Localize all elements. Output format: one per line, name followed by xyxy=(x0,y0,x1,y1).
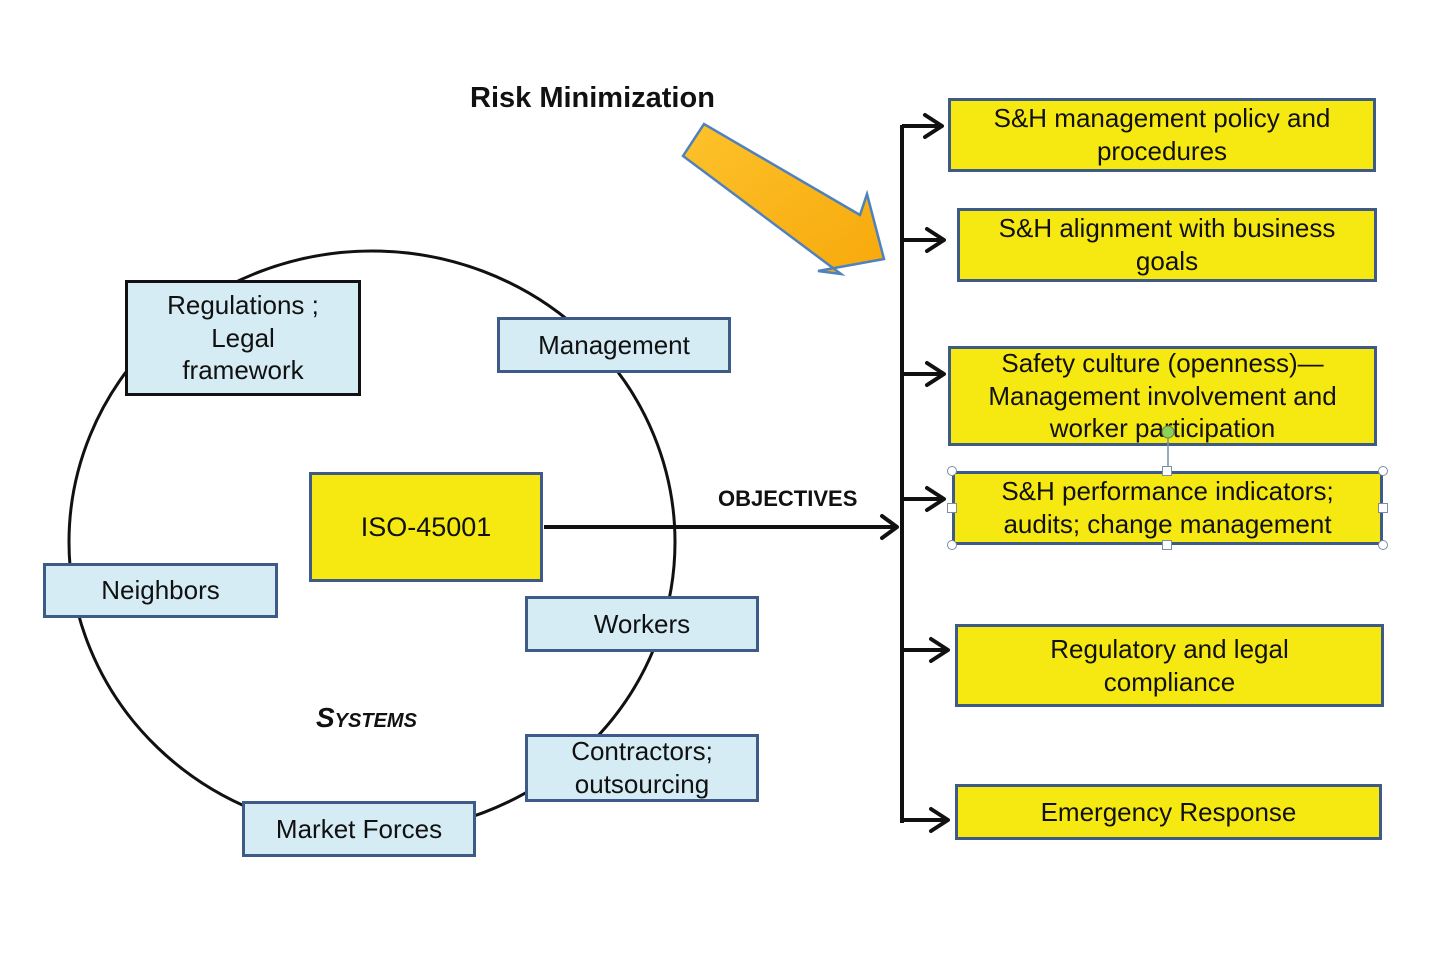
branch-arrow xyxy=(902,227,946,253)
objective-box-emergency[interactable]: Emergency Response xyxy=(955,784,1382,840)
objective-box-alignment[interactable]: S&H alignment with business goals xyxy=(957,208,1377,282)
objective-label: S&H alignment with business goals xyxy=(998,213,1336,276)
resize-handle-top[interactable] xyxy=(1162,466,1172,476)
objective-label: Regulatory and legal compliance xyxy=(1050,633,1289,697)
branch-arrow xyxy=(902,637,950,663)
objectives-label: OBJECTIVES xyxy=(718,486,858,511)
objective-box-policy[interactable]: S&H management policy and procedures xyxy=(948,98,1376,172)
iso-45001-box[interactable]: ISO-45001 xyxy=(309,472,543,582)
system-box-regulations[interactable]: Regulations ; Legal framework xyxy=(125,280,361,396)
system-box-market-forces[interactable]: Market Forces xyxy=(242,801,476,857)
branch-arrow xyxy=(902,361,946,387)
objective-box-compliance[interactable]: Regulatory and legal compliance xyxy=(955,624,1384,707)
objective-label: S&H performance indicators; audits; chan… xyxy=(1001,476,1334,539)
iso-connector-arrowhead xyxy=(880,514,899,540)
branch-arrow xyxy=(902,807,950,833)
objective-label: Safety culture (openness)—Management inv… xyxy=(988,347,1337,444)
resize-handle-bottom-right[interactable] xyxy=(1378,540,1388,550)
rotation-handle[interactable] xyxy=(1160,424,1176,474)
resize-handle-top-left[interactable] xyxy=(947,466,957,476)
objective-label: Emergency Response xyxy=(1040,796,1297,827)
system-label: Contractors; outsourcing xyxy=(571,736,713,799)
resize-handle-right[interactable] xyxy=(1378,503,1388,513)
system-label: Management xyxy=(538,329,690,360)
system-label: Workers xyxy=(593,608,691,639)
resize-handle-bottom[interactable] xyxy=(1162,540,1172,550)
resize-handle-top-right[interactable] xyxy=(1378,466,1388,476)
system-box-contractors[interactable]: Contractors; outsourcing xyxy=(525,734,759,802)
system-label: Regulations ; Legal framework xyxy=(167,289,319,386)
branch-arrow xyxy=(902,486,946,512)
system-box-neighbors[interactable]: Neighbors xyxy=(43,563,278,618)
risk-arrow xyxy=(681,122,886,276)
system-label: Neighbors xyxy=(101,575,220,606)
risk-minimization-title: Risk Minimization xyxy=(470,82,715,114)
objective-label: S&H management policy and procedures xyxy=(993,103,1331,166)
objective-box-performance[interactable]: S&H performance indicators; audits; chan… xyxy=(952,471,1383,545)
branch-arrow xyxy=(902,113,944,139)
systems-label: Systems xyxy=(316,702,417,733)
resize-handle-left[interactable] xyxy=(947,503,957,513)
system-box-workers[interactable]: Workers xyxy=(525,596,759,652)
system-label: Market Forces xyxy=(275,813,443,844)
iso-45001-label: ISO-45001 xyxy=(360,511,492,542)
system-box-management[interactable]: Management xyxy=(497,317,731,373)
resize-handle-bottom-left[interactable] xyxy=(947,540,957,550)
